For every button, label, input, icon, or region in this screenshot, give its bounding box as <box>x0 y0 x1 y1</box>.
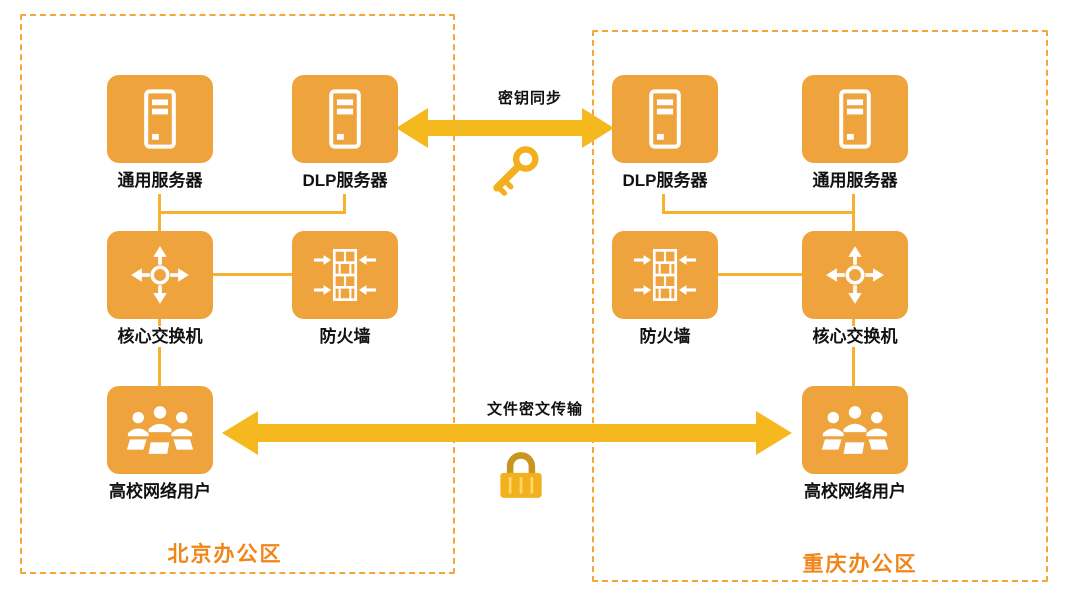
chongqing-area-label: 重庆办公区 <box>802 553 918 576</box>
node-label: 核心交换机 <box>809 326 901 348</box>
chongqing-area-border <box>592 30 1048 582</box>
users-icon <box>107 386 213 474</box>
server-icon <box>802 75 908 163</box>
node-users-beijing: 高校网络用户 <box>85 386 235 503</box>
node-label: 防火墙 <box>316 326 374 348</box>
connector-line <box>213 273 293 276</box>
connector-line <box>158 194 161 234</box>
connector-line <box>662 211 855 214</box>
connector-line <box>662 194 665 214</box>
node-label: 防火墙 <box>636 326 694 348</box>
connector-line <box>158 319 161 388</box>
node-label: 通用服务器 <box>809 170 901 192</box>
node-firewall-chongqing: 防火墙 <box>590 231 740 348</box>
node-label: DLP服务器 <box>299 170 391 192</box>
node-label: 核心交换机 <box>114 326 206 348</box>
beijing-area-border <box>20 14 455 574</box>
connector-line <box>852 319 855 388</box>
switch-icon <box>802 231 908 319</box>
switch-icon <box>107 231 213 319</box>
server-icon <box>612 75 718 163</box>
node-label: 高校网络用户 <box>801 481 909 503</box>
node-general-server-beijing: 通用服务器 <box>85 75 235 192</box>
connector-line <box>158 211 346 214</box>
node-firewall-beijing: 防火墙 <box>270 231 420 348</box>
connector-line <box>718 273 802 276</box>
node-users-chongqing: 高校网络用户 <box>780 386 930 503</box>
firewall-icon <box>292 231 398 319</box>
file-transfer-arrow <box>222 411 792 455</box>
firewall-icon <box>612 231 718 319</box>
connector-line <box>852 194 855 234</box>
node-general-server-chongqing: 通用服务器 <box>780 75 930 192</box>
key-icon <box>493 146 539 196</box>
node-label: 高校网络用户 <box>106 481 214 503</box>
node-dlp-server-chongqing: DLP服务器 <box>590 75 740 192</box>
beijing-area-label: 北京办公区 <box>167 543 283 566</box>
key-sync-arrow <box>396 108 614 148</box>
lock-icon <box>500 452 542 498</box>
file-transfer-label: 文件密文传输 <box>486 401 583 418</box>
connector-line <box>343 194 346 214</box>
node-label: DLP服务器 <box>619 170 711 192</box>
users-icon <box>802 386 908 474</box>
server-icon <box>292 75 398 163</box>
key-sync-label: 密钥同步 <box>497 90 562 107</box>
node-core-switch-chongqing: 核心交换机 <box>780 231 930 348</box>
node-dlp-server-beijing: DLP服务器 <box>270 75 420 192</box>
node-label: 通用服务器 <box>114 170 206 192</box>
node-core-switch-beijing: 核心交换机 <box>85 231 235 348</box>
server-icon <box>107 75 213 163</box>
